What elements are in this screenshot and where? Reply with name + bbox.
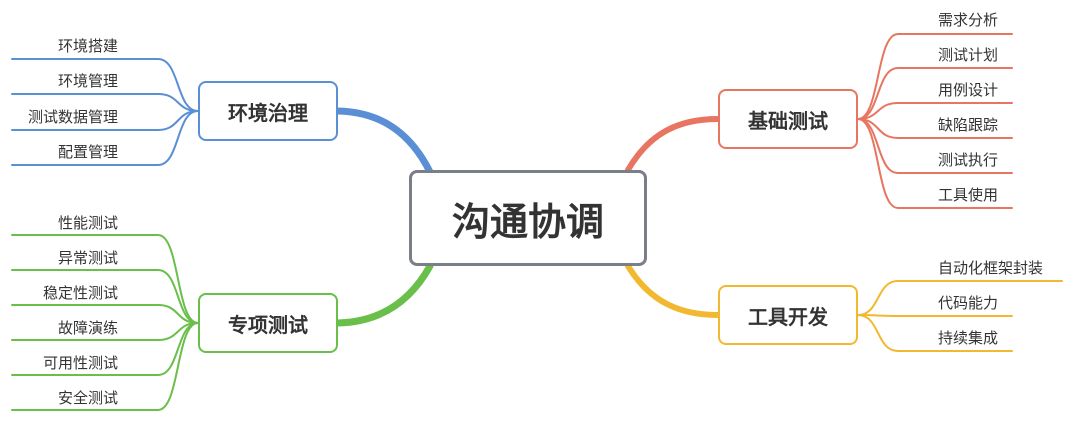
leaf-base-4: 测试执行 [938,151,999,169]
leaf-spec-2: 稳定性测试 [42,284,118,302]
leaf-spec-5: 安全测试 [57,389,118,407]
branch-spec-node: 专项测试 [198,293,338,353]
leaf-base-3: 缺陷跟踪 [938,116,999,134]
connector-base-5 [857,118,1013,209]
connector-tool-2 [857,314,1013,352]
leaf-tool-2: 持续集成 [938,329,999,347]
leaf-env-3: 配置管理 [57,143,118,161]
leaf-base-0: 需求分析 [938,11,999,29]
leaf-base-2: 用例设计 [938,81,999,99]
leaf-tool-0: 自动化框架封装 [938,259,1044,277]
connector-base-2 [857,102,1013,120]
branch-base-node: 基础测试 [718,89,858,149]
connector-spec-1 [11,269,199,324]
connector-center-tool [625,263,721,318]
leaf-spec-1: 异常测试 [57,249,118,267]
center-node: 沟通协调 [409,170,647,266]
connector-tool-1 [857,314,1013,317]
connector-center-spec [334,262,434,327]
leaf-env-2: 测试数据管理 [27,108,118,126]
connector-spec-2 [11,304,199,324]
leaf-spec-4: 可用性测试 [42,354,118,372]
connector-base-1 [857,67,1013,120]
leaf-base-5: 工具使用 [938,186,999,204]
leaf-tool-1: 代码能力 [938,294,999,312]
leaf-env-0: 环境搭建 [57,37,118,55]
connector-center-base [625,116,721,173]
connector-env-0 [11,58,199,112]
branch-env-node: 环境治理 [198,81,338,141]
leaf-env-1: 环境管理 [57,72,118,90]
connector-env-1 [11,93,199,112]
connector-spec-5 [11,322,199,411]
connector-center-env [334,107,434,176]
branch-tool-node: 工具开发 [718,285,858,345]
leaf-base-1: 测试计划 [938,46,999,64]
leaf-spec-3: 故障演练 [57,319,118,337]
connector-spec-0 [11,234,199,324]
connector-env-3 [11,110,199,166]
connector-tool-0 [857,280,1063,316]
connector-base-0 [857,33,1013,120]
leaf-spec-0: 性能测试 [57,214,118,232]
